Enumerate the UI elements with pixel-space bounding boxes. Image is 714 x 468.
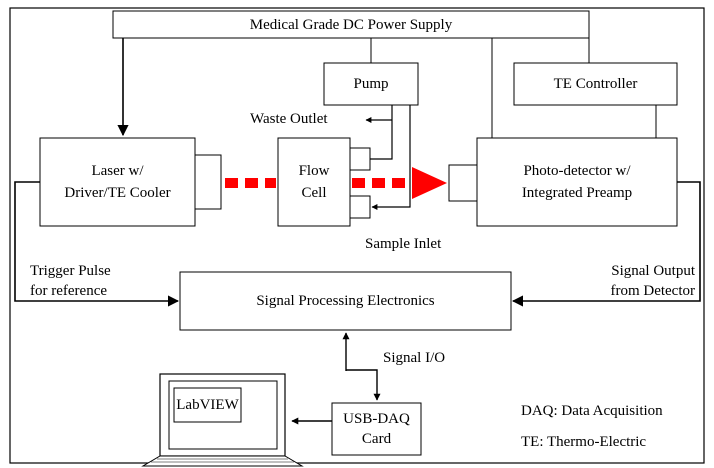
signal-processing-label: Signal Processing Electronics: [256, 293, 435, 309]
laser-output-port: [194, 154, 222, 210]
usb-daq-label-line1: USB-DAQ: [343, 411, 410, 427]
flow-cell-label-line2: Cell: [301, 185, 327, 201]
power-supply-label: Medical Grade DC Power Supply: [249, 17, 453, 33]
signal-output-label-line2: from Detector: [610, 283, 695, 299]
legend-te: TE: Thermo-Electric: [521, 434, 647, 450]
trigger-pulse-line: [14, 181, 180, 307]
legend-daq: DAQ: Data Acquisition: [521, 403, 663, 419]
laser-label-line1: Laser w/: [91, 163, 144, 179]
laptop-keyboard: [141, 455, 304, 467]
waste-outlet-label: Waste Outlet: [250, 111, 328, 127]
photodetector-label-line1: Photo-detector w/: [523, 163, 631, 179]
signal-io-label: Signal I/O: [383, 350, 446, 366]
beam-dash: [372, 178, 385, 188]
sample-inlet-line: [371, 105, 411, 210]
pump-block: [323, 62, 419, 106]
signal-output-line: [511, 181, 701, 307]
sample-inlet-label: Sample Inlet: [365, 236, 442, 252]
trigger-label-line1: Trigger Pulse: [30, 263, 111, 279]
flow-cell-outlet-port: [349, 147, 371, 171]
labview-window: [173, 387, 242, 423]
beam-arrowhead: [412, 167, 447, 199]
te-controller-label: TE Controller: [553, 76, 638, 92]
signal-io-line: [346, 369, 381, 401]
photodetector-block: [476, 137, 678, 227]
trigger-label-line2: for reference: [30, 283, 108, 299]
flow-cell-label-line1: Flow: [298, 163, 330, 179]
photodetector-input-port: [448, 164, 478, 202]
beam-dash: [352, 178, 365, 188]
signal-output-label-line1: Signal Output: [611, 263, 695, 279]
beam-dash: [392, 178, 405, 188]
laser-label-line2: Driver/TE Cooler: [64, 185, 171, 201]
laser-block: [39, 137, 196, 227]
outer-frame: [9, 7, 705, 464]
power-supply-block: [112, 10, 590, 39]
signal-processing-block: [179, 271, 512, 331]
labview-label: LabVIEW: [176, 397, 239, 413]
usb-daq-label-line2: Card: [361, 431, 392, 447]
te-controller-block: [513, 62, 678, 106]
usb-daq-block: [331, 402, 422, 456]
flow-cell-inlet-port: [349, 195, 371, 219]
photodetector-label-line2: Integrated Preamp: [521, 185, 633, 201]
pump-to-outlet-line: [370, 105, 393, 160]
laser-beam: [225, 167, 447, 199]
beam-dash: [225, 178, 238, 188]
pump-label: Pump: [353, 76, 389, 92]
beam-dash: [265, 178, 276, 188]
beam-dash: [245, 178, 258, 188]
laptop-icon: [141, 373, 304, 467]
flow-cell-block: [277, 137, 351, 227]
